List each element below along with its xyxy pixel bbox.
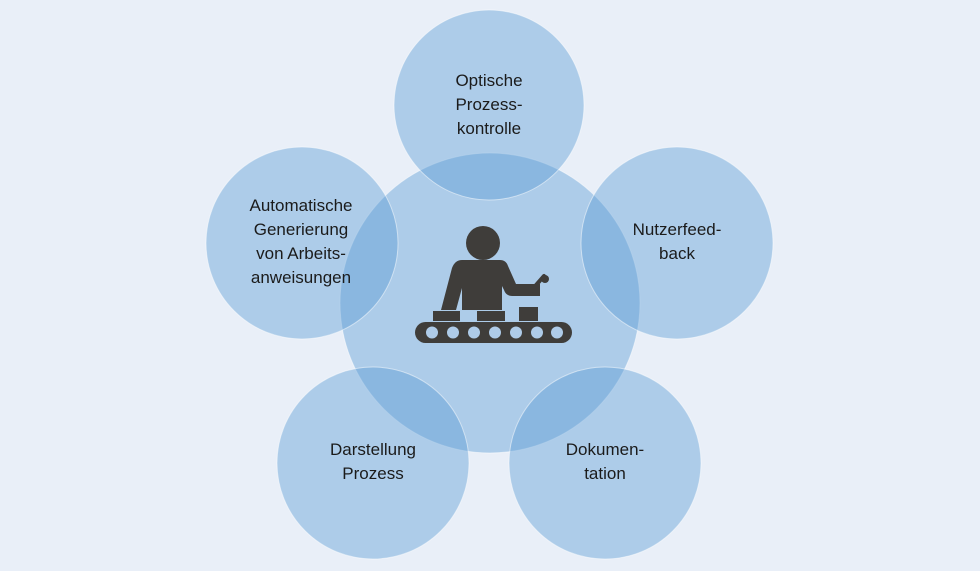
label-line: Prozess- — [455, 95, 523, 114]
circle-bottom-left — [276, 366, 470, 560]
circle-right — [580, 146, 774, 340]
label-dokumentation: Dokumen- tation — [515, 438, 695, 486]
label-line: Optische — [455, 71, 523, 90]
circle-top — [393, 9, 585, 201]
label-automatische-generierung: Automatische Generierung von Arbeits- an… — [211, 194, 391, 290]
label-nutzerfeedback: Nutzerfeed- back — [587, 218, 767, 266]
label-line: anweisungen — [250, 268, 352, 287]
label-line: Generierung — [253, 220, 349, 239]
label-line: back — [659, 244, 695, 263]
label-line: tation — [584, 464, 626, 483]
circle-bottom-right — [508, 366, 702, 560]
label-line: von Arbeits- — [256, 244, 346, 263]
circle-left — [205, 146, 399, 340]
worker-at-conveyor-icon — [415, 226, 572, 343]
label-line: kontrolle — [456, 119, 522, 138]
label-line: Prozess — [342, 464, 404, 483]
label-line: Dokumen- — [565, 440, 645, 459]
label-line: Darstellung — [330, 440, 416, 459]
label-line: Automatische — [249, 196, 353, 215]
label-line: Nutzerfeed- — [632, 220, 722, 239]
label-optische-prozesskontrolle: Optische Prozess- kontrolle — [399, 69, 579, 141]
label-darstellung-prozess: Darstellung Prozess — [283, 438, 463, 486]
